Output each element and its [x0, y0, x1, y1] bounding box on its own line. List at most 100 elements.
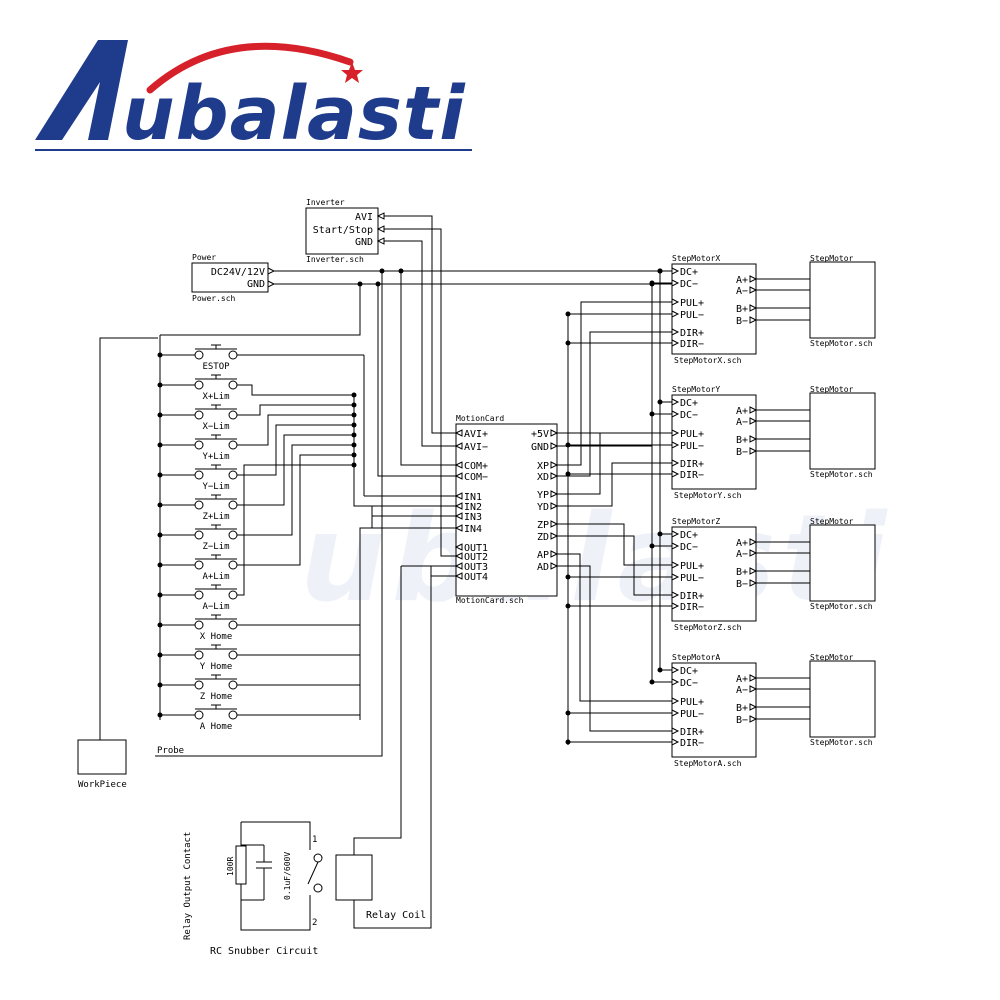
- motor-title: StepMotor: [810, 517, 854, 526]
- brand-logo: ubalasti: [35, 40, 472, 157]
- relay-contact-2: [313, 883, 323, 893]
- logo-swoosh: [146, 42, 354, 94]
- driver-pin-label: PUL−: [680, 573, 704, 584]
- junction-dot: [157, 382, 163, 388]
- motion-card-pin-arrow: [454, 524, 463, 532]
- switch-label: A Home: [200, 722, 233, 732]
- motion-card-pin-label: IN1: [464, 492, 482, 503]
- snubber-label: RC Snubber Circuit: [210, 946, 318, 957]
- inverter-pin-avi: AVI: [355, 212, 373, 223]
- wiring: [99, 215, 672, 929]
- driver-pin-arrow: [749, 417, 758, 425]
- motion-card-pin-arrow: [550, 472, 559, 480]
- switch-label: Z+Lim: [202, 512, 229, 522]
- limit-switch: ESTOP: [157, 344, 364, 372]
- snubber-circuit: 1 2 100R 0.1uF/600V Relay Output Contact…: [183, 821, 426, 957]
- motion-card-pin-label: XP: [537, 461, 549, 472]
- motion-card-pin-arrow: [454, 562, 463, 570]
- capacitor-label: 0.1uF/600V: [283, 852, 292, 900]
- driver-pin-arrow: [749, 715, 758, 723]
- driver-pin-label: B+: [736, 304, 748, 315]
- driver-file: StepMotorZ.sch: [674, 623, 742, 632]
- motion-card-pin-label: IN3: [464, 512, 482, 523]
- switch-label: Z−Lim: [202, 542, 229, 552]
- driver-pin-label: DIR−: [680, 738, 704, 749]
- stepper-driver: StepMotorZStepMotorZ.schDC+DC−PUL+PUL−DI…: [557, 271, 876, 632]
- junction-dot: [157, 532, 163, 538]
- motion-card-pin-label: AVI−: [464, 442, 488, 453]
- limit-switch: X+Lim: [157, 374, 357, 402]
- motion-card-left-pins: AVI+AVI−COM+COM−IN1IN2IN3IN4OUT1OUT2OUT3…: [454, 429, 488, 583]
- driver-pin-arrow: [749, 406, 758, 414]
- driver-pin-arrow: [749, 703, 758, 711]
- driver-pin-arrow: [749, 549, 758, 557]
- stepper-drivers: StepMotorXStepMotorX.schDC+DC−PUL+PUL−DI…: [557, 254, 876, 768]
- switch-label: A+Lim: [202, 572, 229, 582]
- stepper-driver: StepMotorAStepMotorA.schDC+DC−PUL+PUL−DI…: [557, 271, 876, 768]
- driver-title: StepMotorY: [672, 385, 720, 394]
- watermark: ubalasti: [300, 490, 892, 629]
- power-title: Power: [192, 253, 216, 262]
- motion-card-pin-label: OUT3: [464, 562, 488, 573]
- limit-switch: A Home: [157, 704, 360, 732]
- motor-file: StepMotor.sch: [810, 738, 873, 747]
- driver-file: StepMotorX.sch: [674, 356, 742, 365]
- driver-pin-arrow: [749, 435, 758, 443]
- motion-card-pin-arrow: [550, 520, 559, 528]
- junction-dot: [157, 682, 163, 688]
- logo-a-mark: [35, 40, 128, 140]
- switch-label: X Home: [200, 632, 233, 642]
- motor-file: StepMotor.sch: [810, 602, 873, 611]
- limit-switch-bank: ESTOPX+LimX−LimY+LimY−LimZ+LimZ−LimA+Lim…: [157, 335, 372, 732]
- motion-card-pin-label: COM−: [464, 472, 488, 483]
- limit-switch: Y−Lim: [157, 422, 357, 492]
- motion-card-pin-arrow: [550, 532, 559, 540]
- junction-dot: [157, 442, 163, 448]
- stepper-driver: StepMotorXStepMotorX.schDC+DC−PUL+PUL−DI…: [557, 254, 876, 477]
- driver-pin-label: DIR−: [680, 339, 704, 350]
- brand-name: ubalasti: [122, 71, 466, 157]
- driver-title: StepMotorX: [672, 254, 720, 263]
- junction-dot: [157, 352, 163, 358]
- driver-pin-label: DIR+: [680, 328, 704, 339]
- junction-dot: [157, 652, 163, 658]
- motion-card-pin-arrow: [550, 442, 559, 450]
- logo-star-icon: [341, 62, 363, 83]
- switch-label: Z Home: [200, 692, 233, 702]
- limit-switch: X−Lim: [157, 402, 357, 432]
- power-file: Power.sch: [192, 294, 236, 303]
- driver-pin-label: B−: [736, 447, 748, 458]
- driver-pin-label: DC−: [680, 279, 698, 290]
- switch-label: ESTOP: [202, 362, 230, 372]
- motion-card-pin-label: IN4: [464, 524, 482, 535]
- contact-pin-1: 1: [312, 835, 317, 845]
- driver-pin-arrow: [749, 447, 758, 455]
- junction-dot: [157, 502, 163, 508]
- motion-card-pin-arrow: [550, 550, 559, 558]
- switch-label: A−Lim: [202, 602, 229, 612]
- inverter-pin-startstop: Start/Stop: [313, 225, 373, 236]
- relay-coil-label: Relay Coil: [366, 910, 426, 921]
- driver-pin-label: PUL−: [680, 310, 704, 321]
- motion-card-pin-arrow: [454, 429, 463, 437]
- driver-pin-arrow: [749, 304, 758, 312]
- motion-card-pin-label: YP: [537, 490, 549, 501]
- driver-pin-label: DC+: [680, 398, 698, 409]
- motion-card-pin-arrow: [454, 543, 463, 551]
- switch-label: Y Home: [200, 662, 233, 672]
- driver-pin-label: A+: [736, 406, 748, 417]
- driver-pin-label: DIR+: [680, 459, 704, 470]
- driver-pin-label: B−: [736, 715, 748, 726]
- driver-pin-arrow: [749, 579, 758, 587]
- motion-card-pin-label: IN2: [464, 502, 482, 513]
- motion-card-pin-label: ZD: [537, 532, 549, 543]
- limit-switch: X Home: [157, 614, 360, 642]
- junction-dot: [157, 592, 163, 598]
- limit-switch: Z Home: [157, 674, 360, 702]
- workpiece-block: WorkPiece Probe: [77, 739, 184, 790]
- contact-pin-2: 2: [312, 918, 317, 928]
- motion-card-pin-label: COM+: [464, 461, 488, 472]
- driver-pin-label: A−: [736, 286, 748, 297]
- motion-card-file: MotionCard.sch: [456, 596, 524, 605]
